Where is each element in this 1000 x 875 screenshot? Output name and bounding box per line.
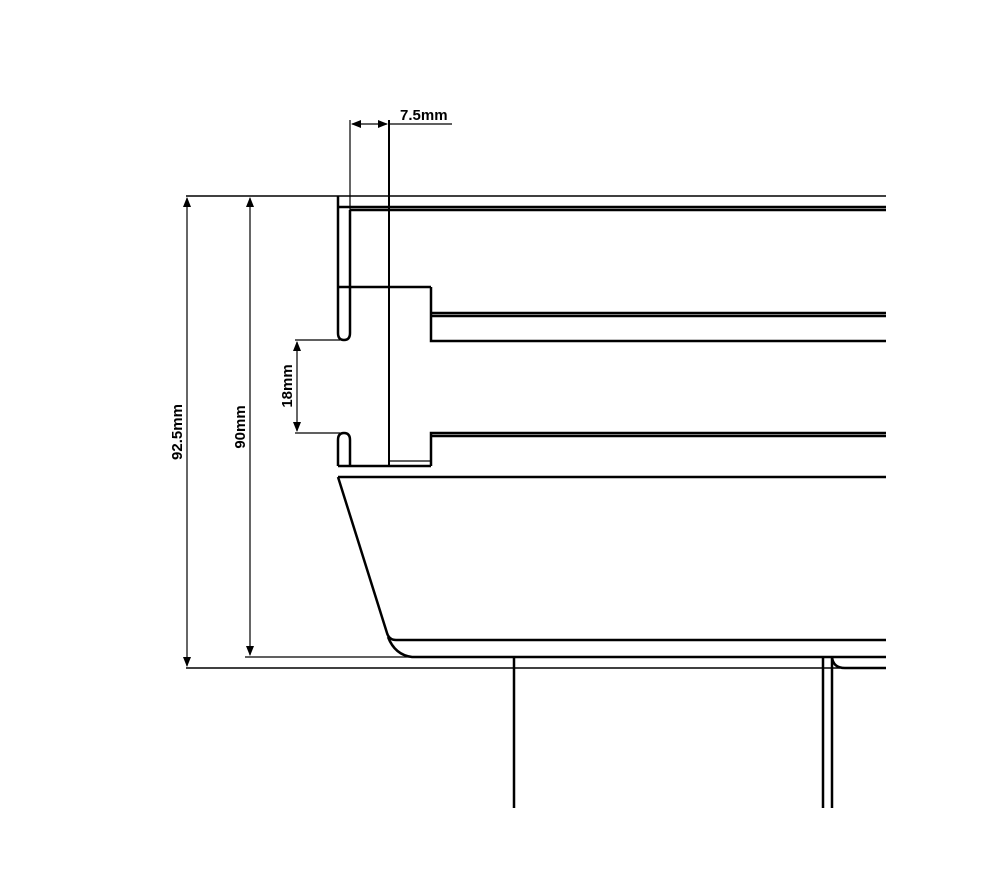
dimension-lip-width: 7.5mm — [400, 107, 448, 124]
profile-outline — [186, 120, 886, 808]
dimension-inner-height: 90mm — [232, 405, 249, 448]
dimension-lines — [183, 120, 452, 667]
dimension-total-height: 92.5mm — [169, 404, 186, 460]
dimension-gap: 18mm — [279, 364, 296, 407]
